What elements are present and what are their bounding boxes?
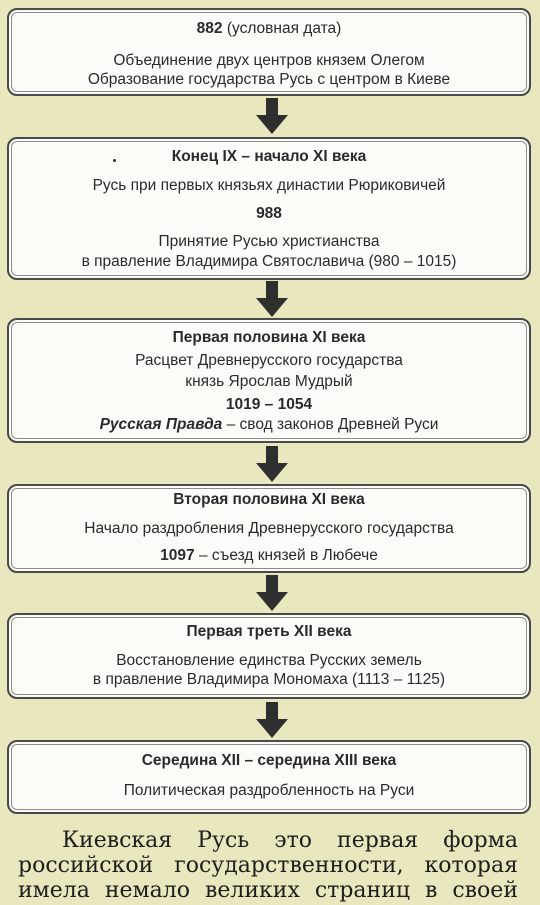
box-text: Политическая раздробленность на Руси — [123, 782, 415, 799]
box-text: Восстановление единства Русских земель — [116, 652, 422, 669]
law-code-desc: – свод законов Древней Руси — [222, 416, 439, 433]
date-label: 988 — [256, 205, 282, 222]
box-heading: Первая треть XII века — [186, 623, 352, 640]
print-speck — [113, 159, 116, 162]
down-arrow-icon — [256, 446, 288, 482]
paragraph-line: Киевская Русь это первая форма — [62, 828, 518, 853]
timeline-box-first-half-11-century: Первая половина XI века Расцвет Древнеру… — [7, 318, 531, 443]
date-heading: 882 — [196, 20, 223, 37]
law-code-title: Русская Правда — [99, 416, 223, 433]
box-text: Начало раздробления Древнерусского госуд… — [84, 520, 454, 537]
box-text: 1097 – съезд князей в Любече — [9, 547, 529, 565]
box-text: в правление Владимира Святославича (980 … — [81, 253, 457, 270]
box-text: Принятие Русью христианства — [158, 233, 380, 250]
down-arrow-icon — [256, 702, 288, 738]
timeline-box-882: 882 (условная дата) Объединение двух цен… — [7, 8, 531, 96]
date-label: 1019 – 1054 — [225, 396, 313, 413]
box-text: в правление Владимира Мономаха (1113 – 1… — [92, 671, 446, 688]
box-text: Русская Правда – свод законов Древней Ру… — [9, 416, 529, 434]
box-heading: 882 (условная дата) — [9, 20, 529, 38]
event-desc: – съезд князей в Любече — [194, 547, 378, 564]
box-heading: Вторая половина XI века — [173, 491, 365, 508]
box-heading: Конец IX – начало XI века — [171, 148, 367, 165]
box-text: князь Ярослав Мудрый — [185, 373, 353, 390]
timeline-box-12-13-century: Середина XII – середина XIII века Полити… — [7, 740, 531, 814]
timeline-box-second-half-11-century: Вторая половина XI века Начало раздробле… — [7, 484, 531, 573]
box-text: Расцвет Древнерусского государства — [135, 352, 403, 369]
down-arrow-icon — [256, 98, 288, 134]
down-arrow-icon — [256, 281, 288, 317]
box-heading: Середина XII – середина XIII века — [141, 752, 397, 769]
box-heading: Первая половина XI века — [172, 329, 366, 346]
box-text: Образование государства Русь с центром в… — [87, 71, 451, 88]
paragraph-line: российской государственности, которая — [18, 853, 518, 878]
box-text: Русь при первых князьях династии Рюриков… — [92, 177, 446, 194]
timeline-box-9-11-century: Конец IX – начало XI века Русь при первы… — [7, 137, 531, 280]
down-arrow-icon — [256, 575, 288, 611]
date-label: 1097 — [160, 547, 195, 564]
paragraph-line: имела немало великих страниц в своей — [18, 878, 518, 903]
body-paragraph: Киевская Русь это первая форма российско… — [18, 828, 518, 903]
date-note: (условная дата) — [222, 20, 342, 37]
timeline-box-first-third-12-century: Первая треть XII века Восстановление еди… — [7, 613, 531, 699]
box-text: Объединение двух центров князем Олегом — [113, 52, 425, 69]
